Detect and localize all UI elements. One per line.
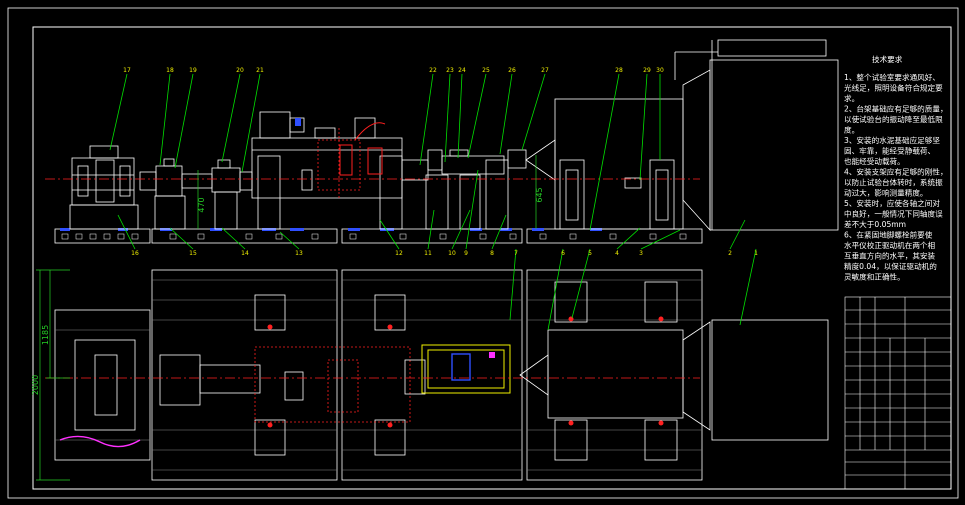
callout-21: 21 — [256, 67, 264, 74]
leader-line-22 — [419, 73, 434, 166]
leader-line-26 — [499, 73, 513, 155]
magenta-curve — [59, 435, 141, 448]
tech-requirement-line: 以使试验台的振动降至最低限 — [844, 114, 943, 124]
dim-total-width: 2000 — [31, 375, 40, 395]
callout-11: 11 — [424, 250, 432, 257]
callout-7: 7 — [514, 250, 518, 257]
tech-requirement-line: 差不大于0.05mm — [844, 219, 906, 229]
callout-24: 24 — [458, 67, 466, 74]
leader-line-27 — [521, 73, 546, 151]
drawing-frame — [32, 26, 952, 490]
callout-4: 4 — [615, 250, 619, 257]
leader-line-21 — [241, 73, 261, 173]
leader-line-9 — [465, 169, 479, 250]
leader-line-24 — [457, 73, 463, 159]
leader-line-12 — [379, 219, 400, 250]
tech-requirement-line: 以防止试验台体转时，系统振 — [844, 177, 943, 187]
plan-view — [45, 269, 829, 481]
leader-line-1 — [739, 248, 757, 326]
leader-line-19 — [174, 73, 194, 169]
dim-half-width: 1185 — [41, 325, 50, 345]
callout-28: 28 — [615, 67, 623, 74]
leader-line-23 — [444, 73, 451, 163]
tech-requirement-line: 4、安装支架应有足够的刚性， — [844, 167, 948, 177]
leader-line-4 — [616, 227, 641, 250]
callout-17: 17 — [123, 67, 131, 74]
callout-29: 29 — [643, 67, 651, 74]
leader-line-7 — [509, 248, 517, 321]
tech-requirement-line: 互垂直方向的水平，其安装 — [844, 251, 936, 261]
leader-line-5 — [571, 248, 591, 319]
tech-requirement-line: 3、安装的水泥基础应足够坚 — [844, 135, 940, 145]
leader-line-17 — [109, 73, 128, 151]
callout-27: 27 — [541, 67, 549, 74]
callout-9: 9 — [464, 250, 468, 257]
tech-requirement-line: 5、安装时，应使各轴之间对 — [844, 198, 940, 208]
tech-requirement-line: 2、台架基础应有足够的质量， — [844, 104, 948, 114]
elevation-view — [45, 39, 839, 244]
dim-shaft-height-2: 645 — [535, 187, 544, 202]
callout-2: 2 — [728, 250, 732, 257]
leader-line-10 — [451, 209, 471, 250]
callout-26: 26 — [508, 67, 516, 74]
callout-5: 5 — [588, 250, 592, 257]
tech-requirement-line: 6、在紧固地脚螺栓前要使 — [844, 230, 933, 240]
callout-15: 15 — [189, 250, 197, 257]
callout-25: 25 — [482, 67, 490, 74]
tech-requirement-line: 精度0.04，以保证驱动机的 — [844, 261, 937, 271]
callout-16: 16 — [131, 250, 139, 257]
leader-line-11 — [427, 209, 435, 250]
leader-line-3 — [640, 229, 681, 250]
callout-20: 20 — [236, 67, 244, 74]
tech-requirement-line: 动过大，影响测量精度。 — [844, 188, 928, 198]
callout-23: 23 — [446, 67, 454, 74]
callout-14: 14 — [241, 250, 249, 257]
callout-3: 3 — [639, 250, 643, 257]
leader-line-29 — [639, 73, 648, 181]
callout-8: 8 — [490, 250, 494, 257]
leader-line-8 — [491, 214, 507, 250]
tech-requirements-list: 1、整个试验室要求通风好、光线足，照明设备符合规定要求。2、台架基础应有足够的质… — [844, 72, 948, 282]
leader-line-13 — [279, 231, 300, 250]
tech-requirement-line: 度。 — [844, 125, 859, 135]
sheet-border — [7, 7, 959, 499]
callout-13: 13 — [295, 250, 303, 257]
dimension-lines — [36, 155, 537, 481]
callout-30: 30 — [656, 67, 664, 74]
tech-requirement-line: 1、整个试验室要求通风好、 — [844, 72, 940, 82]
leader-line-20 — [221, 73, 241, 163]
callout-22: 22 — [429, 67, 437, 74]
tech-requirement-line: 水平仪校正驱动机在两个相 — [844, 240, 936, 250]
leader-line-14 — [221, 227, 246, 250]
tech-requirement-line: 求。 — [844, 93, 859, 103]
tech-requirements-title: 技术要求 — [872, 54, 903, 64]
tech-requirement-line: 中良好，一般情况下同轴度误 — [844, 209, 943, 219]
leader-line-25 — [467, 73, 487, 159]
leader-line-16 — [117, 214, 136, 250]
callout-10: 10 — [448, 250, 456, 257]
leader-line-28 — [589, 73, 620, 231]
leader-line-2 — [729, 219, 746, 250]
tech-requirement-line: 也能经受动载荷。 — [844, 156, 905, 166]
tech-requirement-line: 灵敏度和正确性。 — [844, 272, 905, 282]
callout-18: 18 — [166, 67, 174, 74]
callout-1: 1 — [754, 250, 758, 257]
leader-line-15 — [169, 227, 194, 250]
tech-requirement-line: 固、牢靠，能经受静载荷、 — [844, 146, 935, 156]
dim-shaft-height-1: 470 — [197, 197, 206, 212]
title-block — [844, 296, 952, 490]
callout-12: 12 — [395, 250, 403, 257]
callout-6: 6 — [561, 250, 565, 257]
leader-line-18 — [159, 73, 171, 166]
callout-19: 19 — [189, 67, 197, 74]
leader-line-6 — [547, 248, 564, 331]
tech-requirement-line: 光线足，照明设备符合规定要 — [844, 83, 943, 93]
